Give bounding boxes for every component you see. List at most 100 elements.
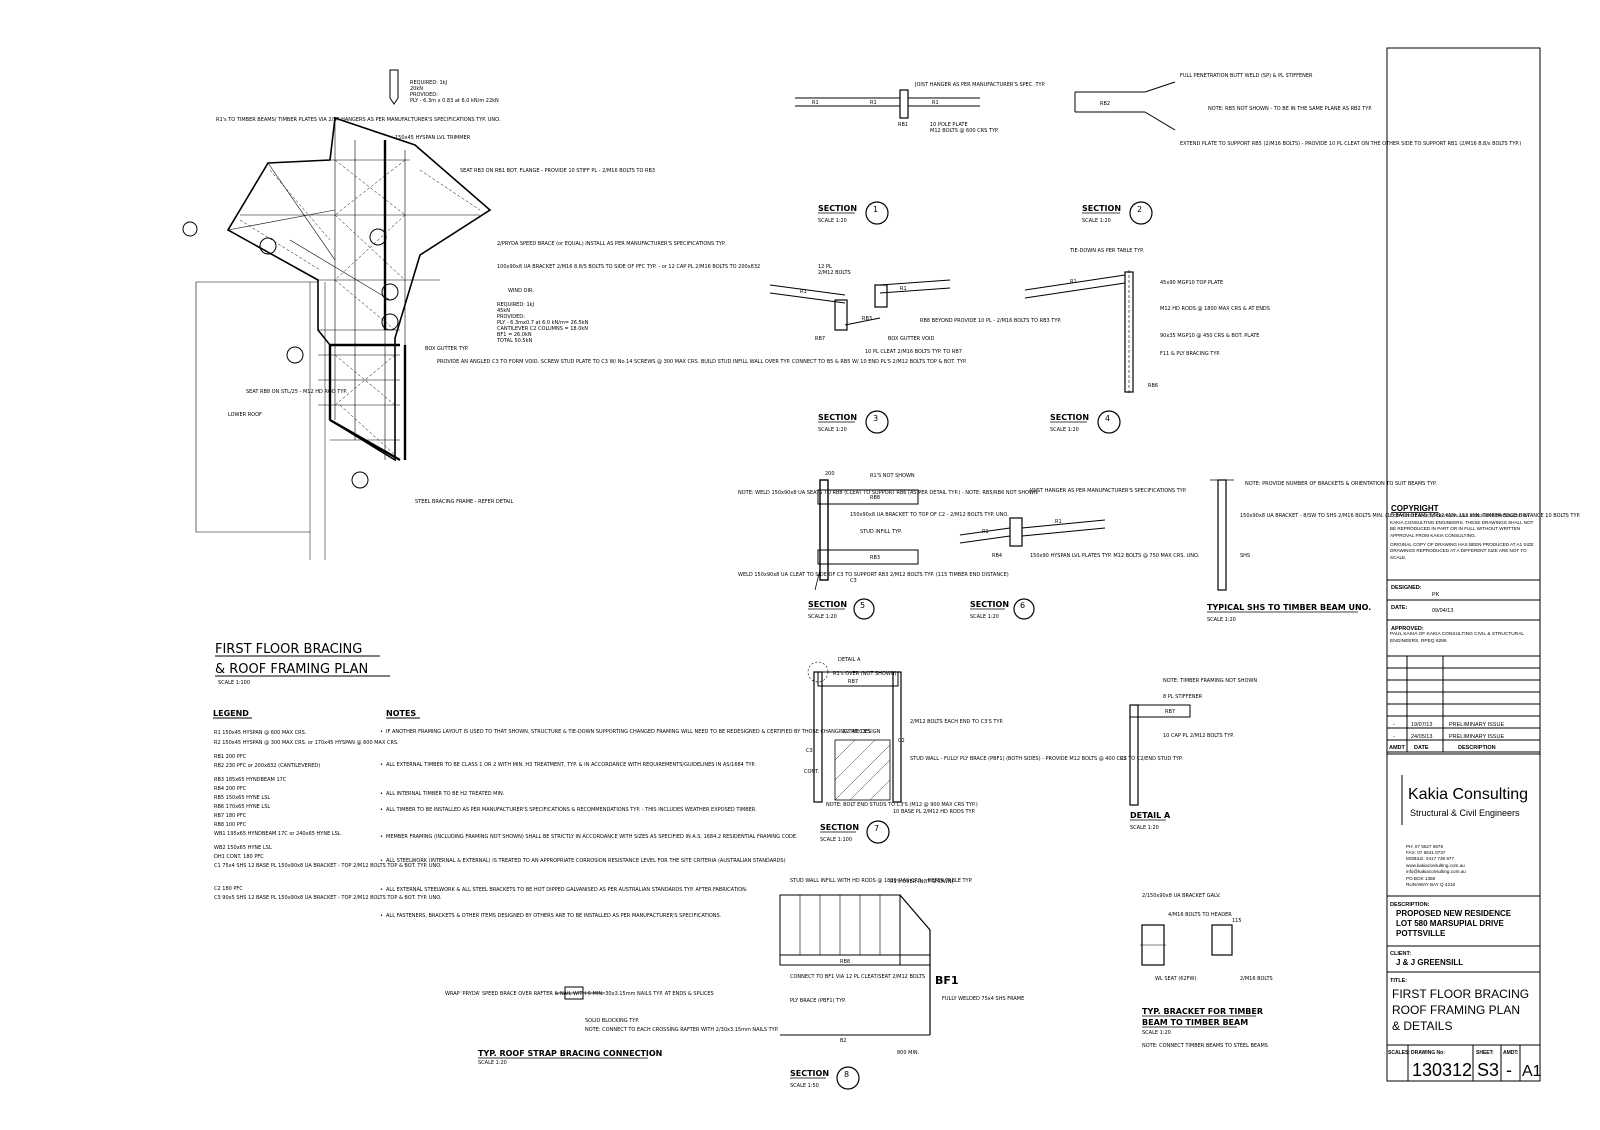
required-top-line: PLY - 6.3m x 0.83 at 6.0 kN/m 22kN xyxy=(410,98,499,104)
section-number: 6 xyxy=(1020,601,1025,610)
bracket-title: TYP. BRACKET FOR TIMBER xyxy=(1142,1007,1263,1016)
section-scale: SCALE 1:20 xyxy=(818,427,847,433)
required-top-line: 20kN xyxy=(410,86,423,92)
shs-note: 150x90x8 UA BRACKET - 8/SW TO SHS 2/M16 … xyxy=(1240,513,1581,519)
plan-callout: PROVIDE AN ANGLED C3 TO FORM VOID. SCREW… xyxy=(437,359,967,365)
note-item: ALL STEELWORK (INTERNAL & EXTERNAL) IS T… xyxy=(386,858,786,864)
section-3-note: 2/M12 BOLTS xyxy=(818,270,851,276)
section-8-note: B2 xyxy=(840,1038,847,1044)
plan-callouts: R1's TO TIMBER BEAMS/ TIMBER PLATES VIA … xyxy=(216,117,967,505)
section-5-note: NOTE: WELD 150x90x8 UA SEATS TO RB8 (CLE… xyxy=(738,490,1038,496)
section-3: 12 PL 2/M12 BOLTS R1 R1 RB3 RB7 RB8 BEYO… xyxy=(769,264,1062,434)
rev-desc: PRELIMINARY ISSUE xyxy=(1449,734,1504,740)
shs-scale: SCALE 1:20 xyxy=(1207,617,1236,623)
company-name: Kakia Consulting xyxy=(1408,786,1528,803)
notes-heading: NOTES xyxy=(386,709,416,718)
section-bubble-icon xyxy=(1013,598,1035,620)
typical-shs-detail: NOTE: PROVIDE NUMBER OF BRACKETS & ORIEN… xyxy=(1207,479,1581,623)
section-2: FULL PENETRATION BUTT WELD (SP) & PL STI… xyxy=(1074,73,1521,225)
bullet-icon: • xyxy=(380,807,383,813)
strap-note: WRAP 'PRYDA' SPEED BRACE OVER RAFTER & N… xyxy=(445,991,714,997)
sheet-label: SHEET: xyxy=(1476,1050,1494,1056)
rev-amdt: - xyxy=(1393,734,1395,740)
rev-amdt: - xyxy=(1393,722,1395,728)
section-3-note: RB8 BEYOND PROVIDE 10 PL - 2/M16 BOLTS T… xyxy=(920,318,1062,324)
section-3-note: R1 xyxy=(900,286,907,292)
plan-callout: 2/PRYDA SPEED BRACE (or EQUAL) INSTALL A… xyxy=(497,241,726,247)
plan-callout: STEEL BRACING FRAME - REFER DETAIL xyxy=(415,499,513,505)
required-mid-line: REQUIRED: 1kJ xyxy=(497,302,534,308)
legend-item: RB6 170x65 HYNE LSL xyxy=(214,804,270,810)
plan-callout: WIND DIR. xyxy=(508,288,534,294)
bullet-icon: • xyxy=(380,834,383,840)
section-1-note: R1 xyxy=(870,100,877,106)
section-bubble-icon xyxy=(1097,410,1121,434)
section-4-note: R1 xyxy=(1070,279,1077,285)
section-4-note: 90x35 MGP10 @ 450 CRS & BOT. PLATE xyxy=(1160,333,1259,339)
section-markers xyxy=(182,221,399,489)
section-3-note: RB7 xyxy=(815,336,825,342)
section-bubble-icon xyxy=(1129,201,1153,225)
plan-callout: SEAT RB3 ON RB1 BOT. FLANGE - PROVIDE 10… xyxy=(460,168,655,174)
shs-note: SHS xyxy=(1240,553,1250,559)
section-5-note: 150x90x8 UA BRACKET TO TOP OF C2 - 2/M12… xyxy=(850,512,1009,518)
legend-item: R2 150x45 HYSPAN @ 300 MAX CRS. or 170x4… xyxy=(214,740,399,746)
legend-item: RB2 230 PFC or 200x832 (CANTILEVERED) xyxy=(214,763,320,769)
legend-item: RB8 100 PFC xyxy=(214,822,247,828)
bullet-icon: • xyxy=(380,913,383,919)
required-top-line: REQUIRED: 1kJ xyxy=(410,80,447,86)
lower-roof-stairs xyxy=(309,282,326,560)
section-4-note: 45x90 MGP10 TOP PLATE xyxy=(1160,280,1223,286)
strap-scale: SCALE 1:20 xyxy=(478,1060,507,1066)
description-label: DESCRIPTION: xyxy=(1390,902,1430,908)
section-marker-icon xyxy=(381,313,399,331)
strap-note: NOTE: CONNECT TO EACH CROSSING RAFTER WI… xyxy=(585,1027,779,1033)
section-label: SECTION xyxy=(1082,204,1121,213)
drawing-label: DRAWING No: xyxy=(1411,1050,1445,1056)
client-label: CLIENT: xyxy=(1390,951,1411,957)
date-value: 09/04/13 xyxy=(1432,608,1453,614)
contact-line: www.kakiaconsulting.com.au xyxy=(1406,863,1465,868)
section-1-note: JOIST HANGER AS PER MANUFACTURER'S SPEC.… xyxy=(914,82,1046,88)
scales-label: SCALES: xyxy=(1388,1050,1410,1056)
section-scale: SCALE 1:100 xyxy=(820,837,852,843)
description-line: POTTSVILLE xyxy=(1396,929,1446,938)
section-4-note: RB6 xyxy=(1148,383,1158,389)
plan-scale: SCALE 1:100 xyxy=(218,680,250,686)
copyright-text: COPYRIGHT EXISTS ON ALL PLANS & DESIGNS … xyxy=(1390,513,1534,538)
section-7-note: 10 BASE PL 2/M12 HD RODS TYP. xyxy=(893,809,976,815)
required-mid-line: 45kN xyxy=(497,308,510,314)
section-4-note: M12 HD RODS @ 1800 MAX CRS & AT ENDS xyxy=(1160,306,1270,312)
section-number: 3 xyxy=(873,414,878,423)
detail-a-scale: SCALE 1:20 xyxy=(1130,825,1159,831)
section-8-note: BF1 xyxy=(935,974,959,987)
bracket-label: 4/M16 BOLTS TO HEADER xyxy=(1168,912,1232,918)
section-7-note: CONT. xyxy=(804,769,820,775)
section-number: 2 xyxy=(1137,205,1142,214)
plan-title-block: FIRST FLOOR BRACING & ROOF FRAMING PLAN … xyxy=(215,642,390,686)
approved-value: PAUL KAKIA OF KAKIA CONSULTING CIVIL & S… xyxy=(1390,632,1524,644)
section-6: JOIST HANGER AS PER MANUFACTURER'S SPECI… xyxy=(959,488,1200,620)
required-mid-line: PLY - 6.3mx0.7 at 6.0 kN/m= 26.5kN xyxy=(497,320,589,326)
plan-callout: R1's TO TIMBER BEAMS/ TIMBER PLATES VIA … xyxy=(216,117,501,123)
bullet-icon: • xyxy=(380,729,383,735)
plan-callout: 150x45 HYSPAN LVL TRIMMER xyxy=(395,135,471,141)
roof-strap-detail: WRAP 'PRYDA' SPEED BRACE OVER RAFTER & N… xyxy=(445,986,779,1066)
shs-note: NOTE: PROVIDE NUMBER OF BRACKETS & ORIEN… xyxy=(1245,481,1437,487)
note-item: ALL TIMBER TO BE INSTALLED AS PER MANUFA… xyxy=(386,807,757,813)
section-7-note: NOTE: BOLT END STUDS TO C3'S (M12 @ 900 … xyxy=(826,802,978,808)
detail-a-note: C2 xyxy=(1120,756,1127,762)
section-label: SECTION xyxy=(970,600,1009,609)
note-item: ALL EXTERNAL STEELWORK & ALL STEEL BRACK… xyxy=(386,887,748,893)
section-marker-icon xyxy=(182,221,198,237)
section-3-note: RB3 xyxy=(862,316,872,322)
rev-header-desc: DESCRIPTION xyxy=(1458,745,1496,751)
contact-line: PO BOX 1358 xyxy=(1406,876,1436,881)
section-8-note: PLY BRACE (PBF1) TYP. xyxy=(790,998,846,1004)
legend-item: RB5 150x65 HYNE LSL xyxy=(214,795,270,801)
rev-header-date: DATE xyxy=(1414,745,1429,751)
bracket-scale: SCALE 1:20 xyxy=(1142,1030,1171,1036)
section-scale: SCALE 1:20 xyxy=(1050,427,1079,433)
section-1-note: M12 BOLTS @ 600 CRS TYP. xyxy=(930,128,999,134)
